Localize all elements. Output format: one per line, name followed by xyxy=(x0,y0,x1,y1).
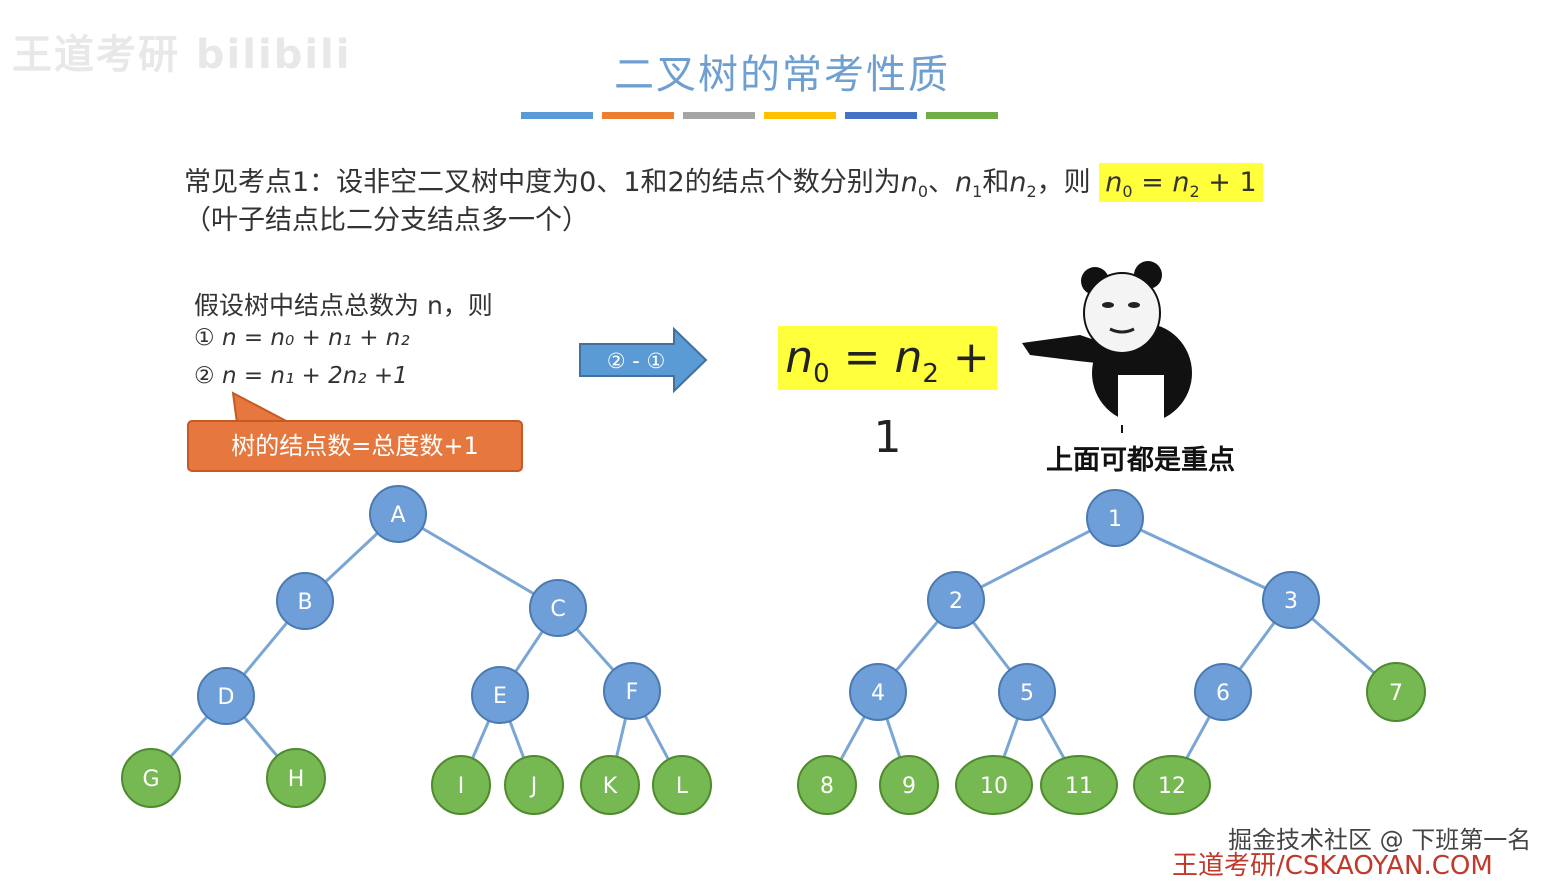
point1-prefix: 常见考点1：设非空二叉树中度为0、1和2的结点个数分别为 xyxy=(184,167,901,198)
node-label: 5 xyxy=(1020,681,1034,706)
node-label: 1 xyxy=(1108,507,1122,532)
color-bar xyxy=(521,112,593,119)
footer-brand: 王道考研/CSKAOYAN.COM xyxy=(1172,851,1493,881)
leaf-label: 10 xyxy=(980,774,1008,799)
leaf-node xyxy=(797,755,857,815)
then-text: ，则 xyxy=(1036,167,1091,198)
color-bar xyxy=(926,112,998,119)
leaf-label: 8 xyxy=(820,774,834,799)
leaf-label: J xyxy=(529,774,538,799)
node-label: B xyxy=(297,590,312,615)
point1-note: （叶子结点比二分支结点多一个） xyxy=(184,205,589,236)
node-label: 2 xyxy=(949,589,963,614)
leaf-label: H xyxy=(288,767,305,792)
leaf-node xyxy=(955,755,1033,815)
leaf-node xyxy=(879,755,939,815)
node-label: 6 xyxy=(1216,681,1230,706)
leaf-node xyxy=(504,755,564,815)
tree-node xyxy=(471,666,529,724)
eq2-text: n = n₁ + 2n₂ +1 xyxy=(221,363,408,389)
separator: 、 xyxy=(928,167,956,198)
eq1-label: ① xyxy=(194,325,215,351)
tree-node xyxy=(369,485,427,543)
leaf-node xyxy=(431,755,491,815)
panda-meme-image xyxy=(1022,261,1192,433)
n2-symbol: n2 xyxy=(1009,167,1037,201)
leaf-node xyxy=(121,748,181,808)
and-text: 和 xyxy=(982,167,1010,198)
node-label: C xyxy=(550,597,565,622)
callout-box: 树的结点数=总度数+1 xyxy=(187,420,523,472)
leaf-label: L xyxy=(676,774,689,799)
color-bar xyxy=(845,112,917,119)
left-binary-tree: A B C D E F G H I J K L xyxy=(121,485,712,815)
leaf-node xyxy=(1366,662,1426,722)
leaf-label: K xyxy=(603,774,618,799)
result-formula: n0 = n2 + 1 xyxy=(778,326,997,463)
right-complete-binary-tree: 1 2 3 4 5 6 7 8 9 10 11 12 xyxy=(797,489,1426,815)
node-label: F xyxy=(626,680,639,705)
leaf-node xyxy=(1040,755,1118,815)
n1-symbol: n1 xyxy=(955,167,983,201)
node-label: D xyxy=(218,685,235,710)
node-label: 4 xyxy=(871,681,885,706)
tree-node xyxy=(849,663,907,721)
n0-symbol: n0 xyxy=(900,167,929,201)
subtract-arrow: ② - ① xyxy=(579,327,708,393)
tree-node xyxy=(603,662,661,720)
equation-1: ① n = n₀ + n₁ + n₂ xyxy=(194,325,410,351)
highlighted-formula: n0 = n2 + 1 xyxy=(1099,163,1263,202)
tree-node xyxy=(1194,663,1252,721)
page-title: 二叉树的常考性质 xyxy=(614,52,950,98)
leaf-label: 12 xyxy=(1158,774,1186,799)
leaf-node xyxy=(266,748,326,808)
assume-intro: 假设树中结点总数为 n，则 xyxy=(194,291,493,320)
tree-node xyxy=(529,579,587,637)
title-color-bars xyxy=(521,112,998,119)
color-bar xyxy=(764,112,836,119)
tree-node xyxy=(1262,571,1320,629)
arrow-label: ② - ① xyxy=(607,349,666,373)
eq2-label: ② xyxy=(194,363,215,389)
leaf-label: 11 xyxy=(1065,774,1093,799)
node-label: E xyxy=(493,684,507,709)
tree-node xyxy=(1086,489,1144,547)
leaf-label: I xyxy=(458,774,465,799)
watermark: 王道考研 bilibili xyxy=(12,32,352,78)
tree-node xyxy=(927,571,985,629)
color-bar xyxy=(683,112,755,119)
leaf-node xyxy=(580,755,640,815)
tree-node xyxy=(998,663,1056,721)
equation-2: ② n = n₁ + 2n₂ +1 xyxy=(194,363,408,389)
tree-node xyxy=(197,667,255,725)
leaf-node xyxy=(1133,755,1211,815)
tree-node xyxy=(276,572,334,630)
color-bar xyxy=(602,112,674,119)
leaf-node xyxy=(652,755,712,815)
footer-credit: 掘金技术社区 @ 下班第一名 xyxy=(1228,826,1532,854)
node-label: 3 xyxy=(1284,589,1298,614)
point1-line: 常见考点1：设非空二叉树中度为0、1和2的结点个数分别为n0、n1和n2，则 n… xyxy=(184,160,1263,202)
leaf-label: 7 xyxy=(1389,681,1403,706)
node-label: A xyxy=(390,503,405,528)
meme-caption: 上面可都是重点 xyxy=(1046,445,1235,476)
leaf-label: 9 xyxy=(902,774,916,799)
leaf-label: G xyxy=(142,767,159,792)
eq1-text: n = n₀ + n₁ + n₂ xyxy=(221,325,410,351)
